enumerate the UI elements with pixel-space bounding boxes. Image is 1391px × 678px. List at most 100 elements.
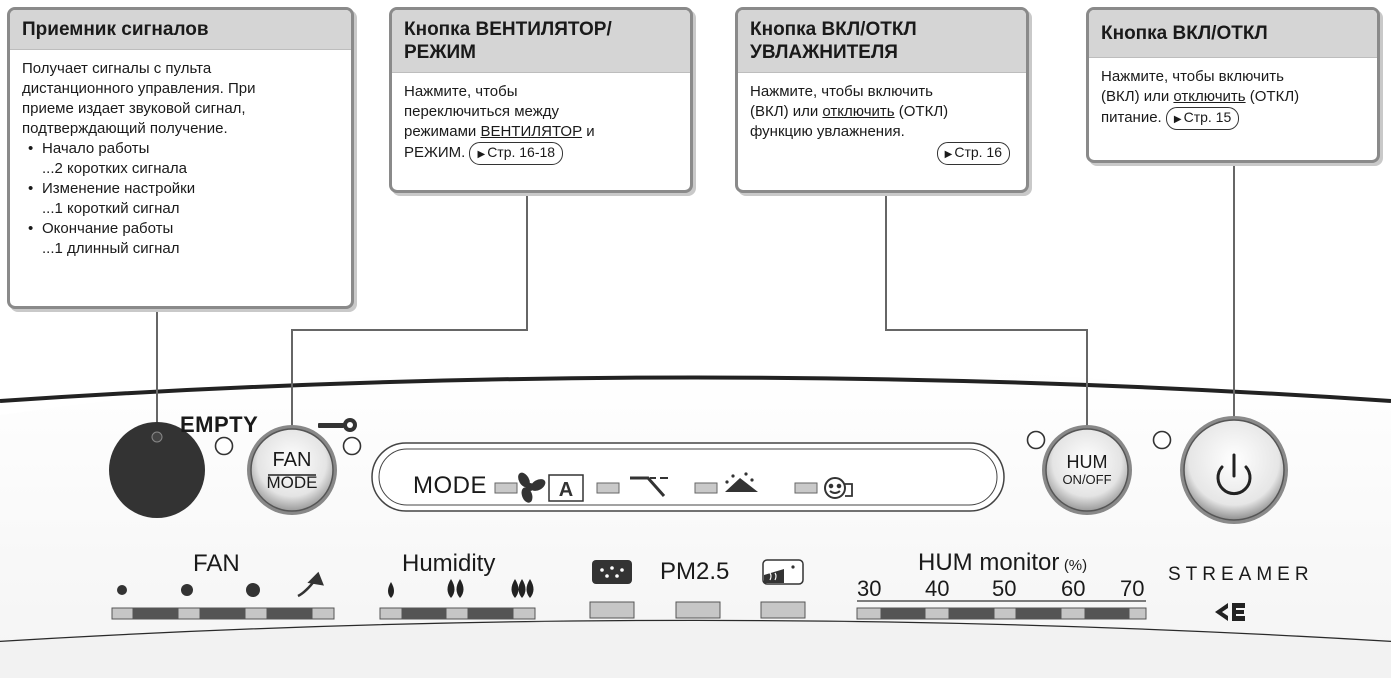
auto-fan-icon [518, 472, 546, 503]
page-reference-text: Стр. 16 [954, 144, 1002, 160]
page-reference-text: Стр. 15 [1183, 109, 1232, 125]
play-icon: ▶ [1173, 114, 1182, 125]
callout-line: (ВКЛ) или отключить (ОТКЛ) [750, 102, 1014, 122]
humidity-level-bar [379, 607, 536, 620]
fan-label: FAN [193, 550, 240, 577]
text-span: режимами [404, 123, 481, 140]
fan-button-bottom: MODE [266, 473, 318, 492]
text-span: питание. [1101, 109, 1162, 126]
page-reference-link[interactable]: ▶Стр. 16 [936, 142, 1010, 165]
callout-line: Нажмите, чтобы [404, 83, 518, 100]
power-icon [1216, 453, 1252, 496]
hum-button-face [1045, 428, 1129, 512]
callout-line: Нажмите, чтобы включить [1101, 68, 1284, 85]
list-item-name: Начало работы [42, 140, 150, 157]
face-icon [824, 477, 853, 499]
text-underlined: ВЕНТИЛЯТОР [480, 123, 583, 140]
empty-lamp [214, 436, 234, 456]
callout-body: Нажмите, чтобы включить (ВКЛ) или отключ… [738, 73, 1026, 174]
hum-monitor-title: HUM monitor (%) [918, 549, 1087, 577]
hum-scale-60: 60 [1061, 576, 1086, 601]
mode-label: MODE [413, 472, 487, 499]
humidity-drop-icons [388, 579, 534, 598]
streamer-logo-icon [1215, 603, 1245, 621]
text-span: РЕЖИМ. [404, 144, 466, 161]
page-reference-text: Стр. 16-18 [487, 144, 556, 160]
callout-body: Нажмите, чтобы включить (ВКЛ) или отключ… [1089, 58, 1377, 139]
fan-mode-button[interactable]: FAN MODE [251, 448, 333, 494]
text-underlined: отключить [822, 103, 895, 120]
play-icon: ▶ [944, 149, 953, 160]
text-span: (ВКЛ) или [1101, 88, 1174, 105]
power-button[interactable] [1184, 420, 1284, 520]
text-span: (ОТКЛ) [1245, 88, 1300, 105]
fan-level-bar [111, 607, 335, 620]
power-lamp [1152, 430, 1172, 450]
turbo-icon [630, 476, 668, 497]
streamer-label: STREAMER [1168, 564, 1314, 585]
svg-text:A: A [559, 479, 573, 501]
fan-speed-icons [117, 571, 324, 598]
list-item: Изменение настройки ...1 короткий сигнал [28, 179, 339, 219]
text-underlined: отключить [1173, 88, 1246, 105]
fan-mode-button-face [250, 428, 334, 512]
callout-line: РЕЖИМ. ▶Стр. 16-18 [404, 142, 678, 165]
callout-line: приеме издает звуковой сигнал, [22, 100, 246, 117]
callout-fan-mode: Кнопка ВЕНТИЛЯТОР/ РЕЖИМ Нажмите, чтобы … [389, 7, 693, 193]
callout-line: (ВКЛ) или отключить (ОТКЛ) [1101, 87, 1365, 107]
pm25-label: PM2.5 [660, 558, 730, 585]
hum-monitor-label: HUM monitor [918, 549, 1060, 576]
list-item-name: Окончание работы [42, 220, 174, 237]
list-item-detail: ...2 коротких сигнала [42, 160, 187, 177]
callout-line: режимами ВЕНТИЛЯТОР и [404, 122, 678, 142]
callout-title-line: УВЛАЖНИТЕЛЯ [750, 42, 898, 63]
callout-title: Кнопка ВКЛ/ОТКЛ УВЛАЖНИТЕЛЯ [738, 10, 1026, 73]
callout-humidifier: Кнопка ВКЛ/ОТКЛ УВЛАЖНИТЕЛЯ Нажмите, что… [735, 7, 1029, 193]
odor-icon [762, 559, 804, 585]
callout-title-line: Кнопка ВКЛ/ОТКЛ [750, 19, 917, 40]
hum-monitor-unit: (%) [1063, 557, 1088, 574]
leader-lines [156, 160, 1235, 470]
air-quality-leds [589, 601, 806, 619]
callout-body: Получает сигналы с пульта дистанционного… [10, 50, 351, 268]
key-icon [318, 418, 357, 432]
hum-button-bottom: ON/OFF [1062, 472, 1112, 487]
pollen-icon [725, 472, 758, 492]
callout-title: Кнопка ВЕНТИЛЯТОР/ РЕЖИМ [392, 10, 690, 73]
list-item-detail: ...1 длинный сигнал [42, 240, 180, 257]
beep-list: Начало работы ...2 коротких сигнала Изме… [22, 139, 339, 259]
signal-receiver [109, 422, 205, 518]
mode-leds [494, 482, 818, 494]
callout-line: переключиться между [404, 103, 559, 120]
callout-body: Нажмите, чтобы переключиться между режим… [392, 73, 690, 174]
hum-monitor-bar [856, 607, 1147, 620]
callout-title: Кнопка ВКЛ/ОТКЛ [1089, 10, 1377, 58]
callout-power: Кнопка ВКЛ/ОТКЛ Нажмите, чтобы включить … [1086, 7, 1380, 163]
hum-on-off-button[interactable]: HUM ON/OFF [1046, 452, 1128, 488]
text-span: (ВКЛ) или [750, 103, 823, 120]
callout-line: питание. ▶Стр. 15 [1101, 107, 1365, 130]
list-item-name: Изменение настройки [42, 180, 196, 197]
hum-lamp [1026, 430, 1046, 450]
page-reference-link[interactable]: ▶Стр. 15 [1165, 107, 1240, 130]
child-lock-lamp [342, 436, 362, 456]
text-span: (ОТКЛ) [894, 103, 949, 120]
empty-label: EMPTY [180, 412, 259, 437]
play-icon: ▶ [477, 149, 486, 160]
humidity-label: Humidity [402, 550, 496, 577]
callout-title-line: РЕЖИМ [404, 42, 477, 63]
dust-icon [592, 560, 632, 584]
callout-line: Нажмите, чтобы включить [750, 83, 933, 100]
panel-top-edge [0, 375, 1391, 403]
callout-line: подтверждающий получение. [22, 120, 228, 137]
hum-scale-50: 50 [992, 576, 1017, 601]
callout-title-line: Кнопка ВЕНТИЛЯТОР/ [404, 19, 612, 40]
list-item-detail: ...1 короткий сигнал [42, 200, 180, 217]
hum-button-top: HUM [1066, 452, 1108, 472]
list-item: Окончание работы ...1 длинный сигнал [28, 219, 339, 259]
callout-line: дистанционного управления. При [22, 80, 256, 97]
callout-line: Получает сигналы с пульта [22, 60, 212, 77]
fan-button-top: FAN [272, 449, 312, 471]
page-reference-link[interactable]: ▶Стр. 16-18 [469, 142, 564, 165]
